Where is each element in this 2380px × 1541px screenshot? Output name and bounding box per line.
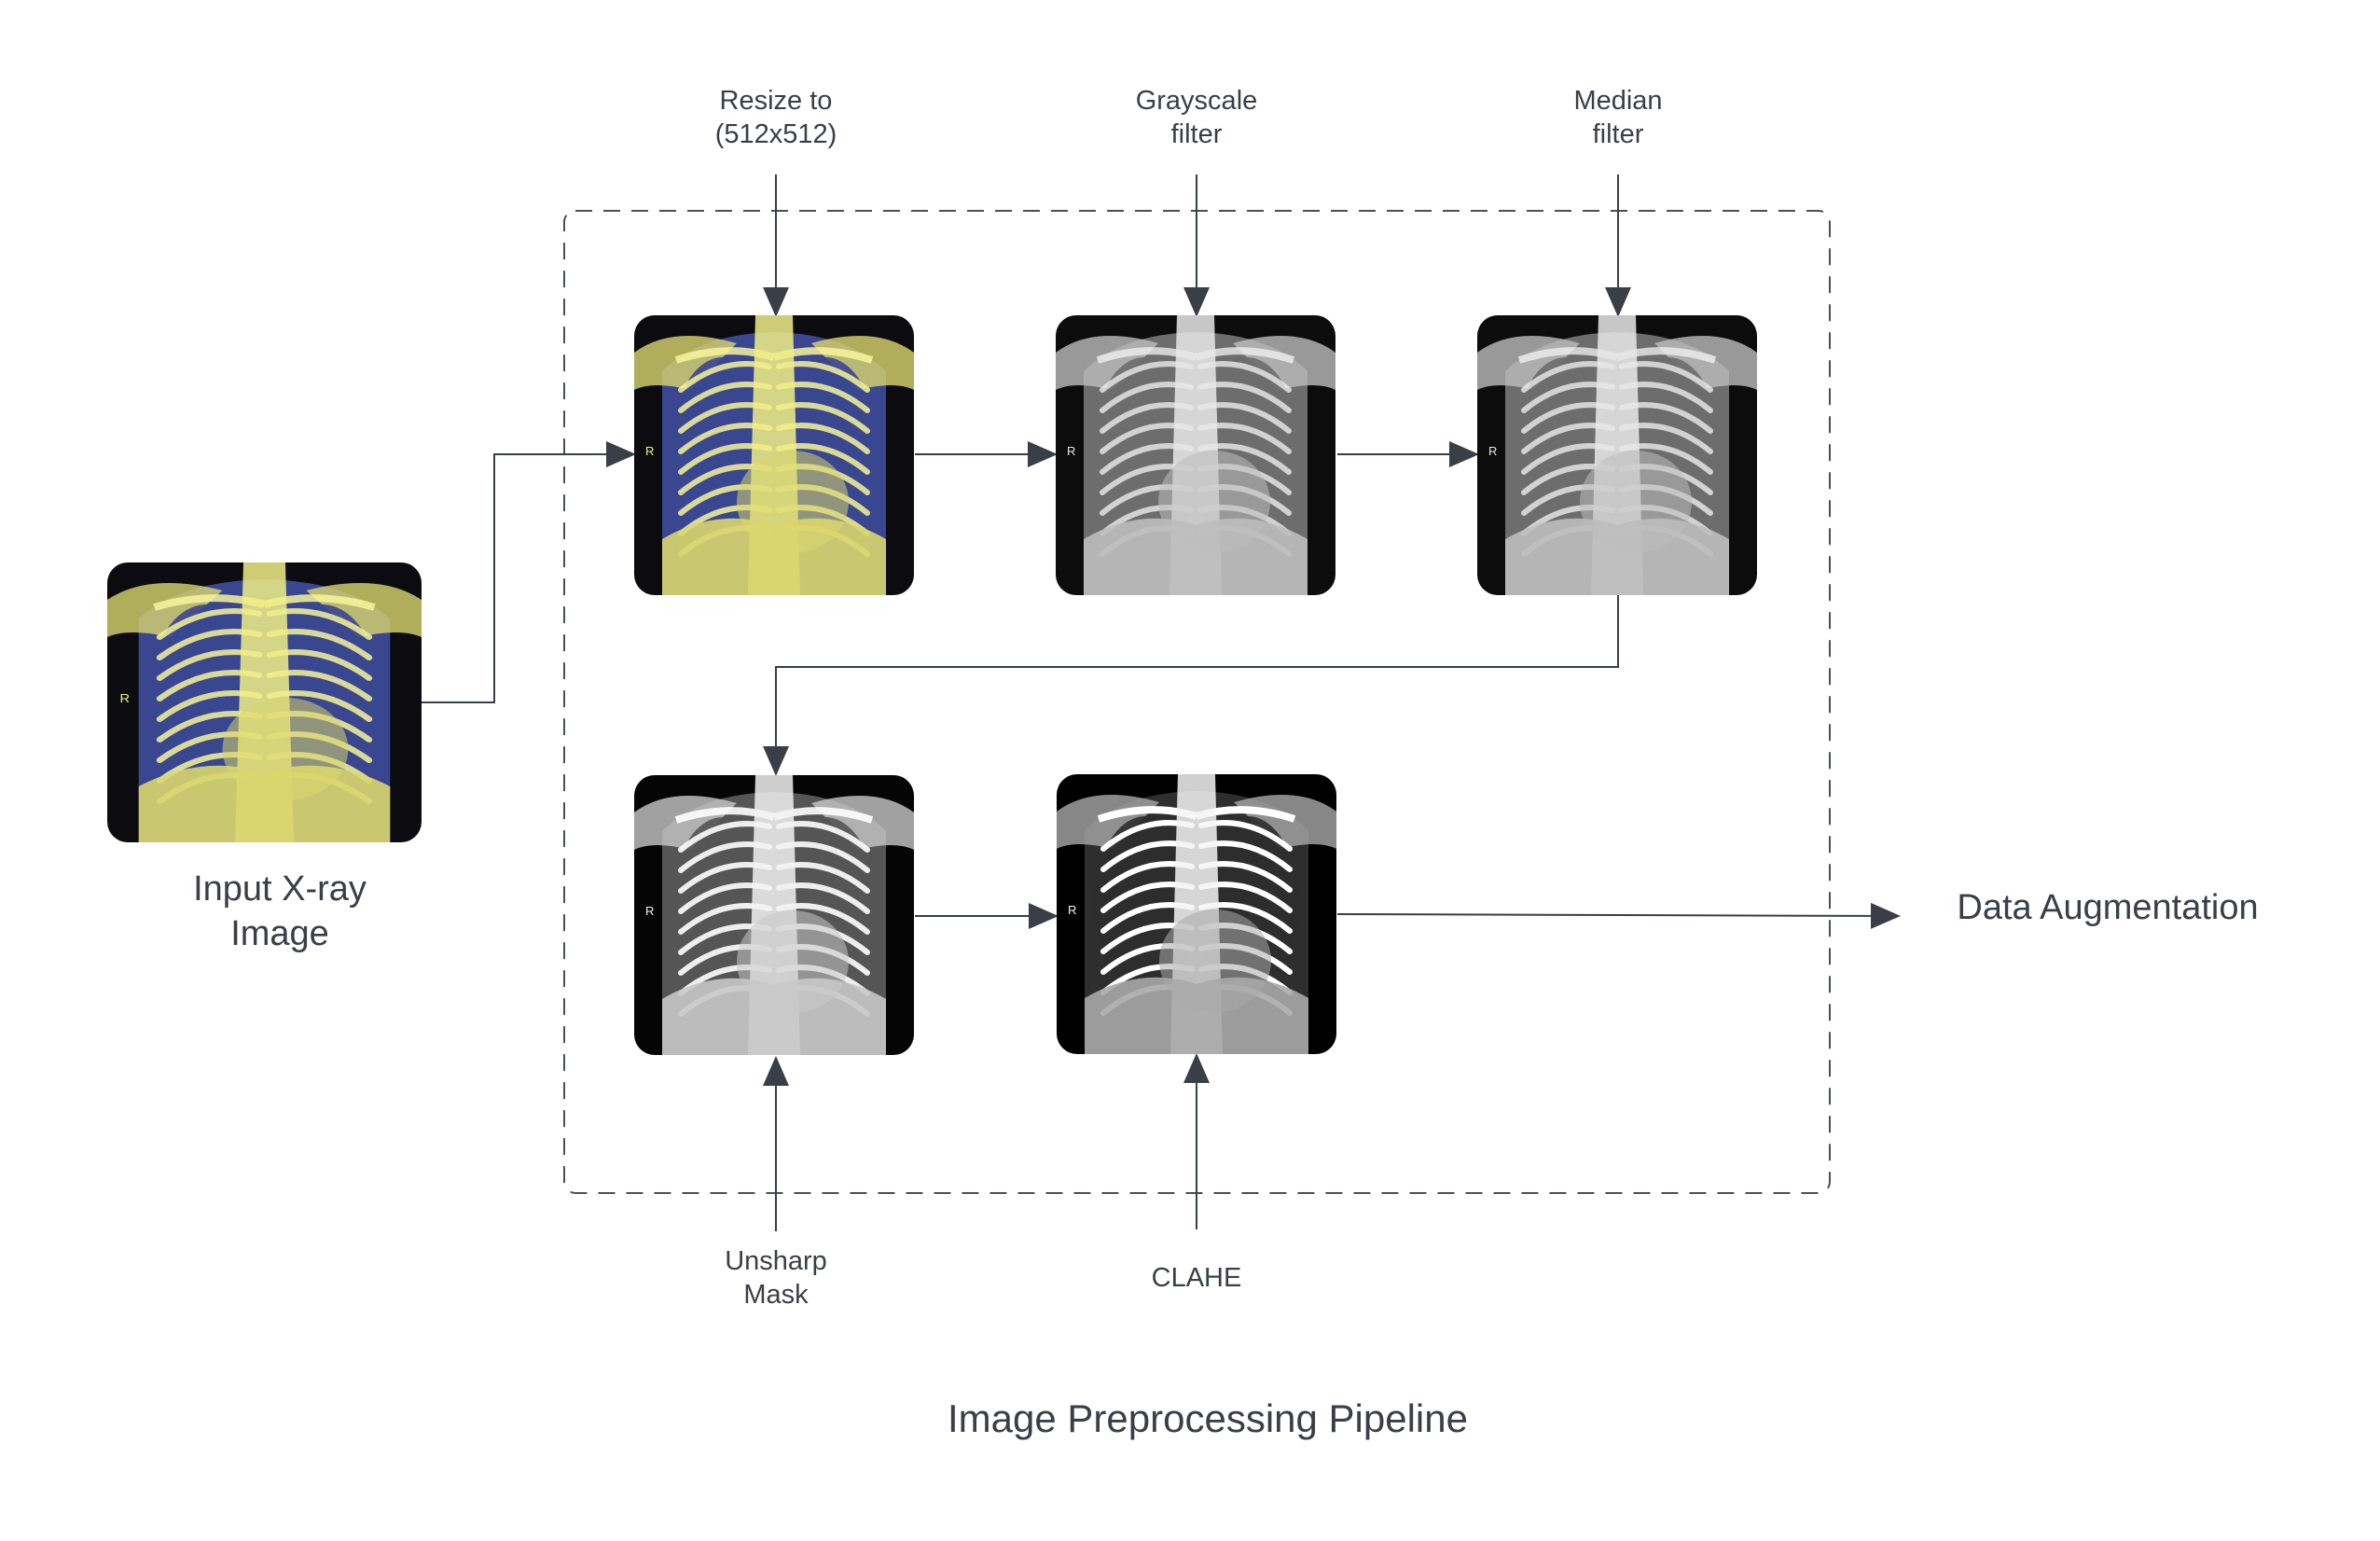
- arrow-median-to-unsharp: [763, 595, 1619, 776]
- xray-side-marker: R: [645, 904, 654, 918]
- label-resize: Resize to (512x512): [714, 86, 837, 150]
- xray-side-marker: R: [119, 691, 130, 705]
- xray-grayscale-image: R: [1056, 315, 1335, 595]
- xray-side-marker: R: [1067, 444, 1075, 458]
- label-input-image: Input X-ray Image: [193, 869, 367, 953]
- xray-side-marker: R: [645, 444, 654, 458]
- xray-side-marker: R: [1488, 444, 1497, 458]
- xray-unsharp-image: R: [634, 775, 914, 1055]
- diagram-title: Image Preprocessing Pipeline: [948, 1396, 1468, 1440]
- arrow-clahe-to-augmentation: [1336, 902, 1901, 929]
- arrow-input-to-resize: [422, 441, 636, 703]
- label-data-augmentation: Data Augmentation: [1957, 888, 2259, 927]
- label-median: Median filter: [1573, 86, 1663, 150]
- xray-median-image: R: [1477, 315, 1757, 595]
- label-clahe: CLAHE: [1151, 1263, 1242, 1293]
- label-unsharp: Unsharp Mask: [725, 1246, 827, 1311]
- label-grayscale: Grayscale filter: [1135, 86, 1258, 150]
- xray-resized-image: R: [634, 315, 914, 595]
- xray-side-marker: R: [1068, 903, 1076, 917]
- xray-clahe-image: R: [1057, 774, 1336, 1054]
- xray-input-image: R: [107, 562, 422, 842]
